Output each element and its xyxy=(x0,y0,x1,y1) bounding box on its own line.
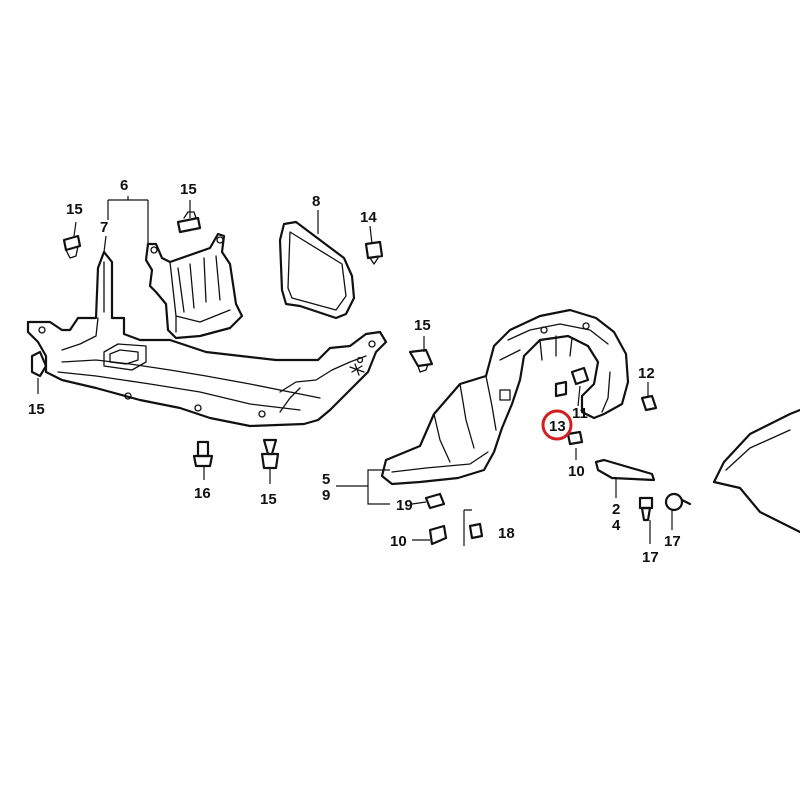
label-10: 10 xyxy=(568,463,585,480)
label-4: 4 xyxy=(612,517,621,534)
label-17: 17 xyxy=(642,549,659,566)
leader-lines xyxy=(37,196,673,546)
label-15: 15 xyxy=(28,401,45,418)
label-11: 11 xyxy=(572,405,588,422)
label-15: 15 xyxy=(260,491,277,508)
label-13-highlighted: 13 xyxy=(549,418,566,435)
screw-18 xyxy=(468,522,484,540)
label-6: 6 xyxy=(120,177,128,194)
label-19: 19 xyxy=(396,497,413,514)
highlight-circle xyxy=(541,409,573,441)
seal-plate xyxy=(278,220,356,320)
label-8: 8 xyxy=(312,193,320,210)
clip-19 xyxy=(424,492,446,510)
clip-13 xyxy=(554,380,568,398)
label-10: 10 xyxy=(390,533,407,550)
clip-11 xyxy=(570,366,590,386)
nut-12 xyxy=(640,394,658,412)
clip-15-d xyxy=(30,350,48,378)
label-16: 16 xyxy=(194,485,211,502)
clip-15-b xyxy=(176,211,202,234)
label-2: 2 xyxy=(612,501,620,518)
label-15: 15 xyxy=(180,181,197,198)
label-9: 9 xyxy=(322,487,330,504)
screw-10-b xyxy=(428,524,448,546)
label-14: 14 xyxy=(360,209,377,226)
clip-15-a xyxy=(62,234,82,259)
bolt-17-b xyxy=(664,492,692,512)
clip-14 xyxy=(364,240,384,265)
bolt-16 xyxy=(192,440,214,468)
air-guide-bracket xyxy=(144,232,244,340)
label-15: 15 xyxy=(66,201,83,218)
clip-15-e xyxy=(260,438,280,470)
screw-10-a xyxy=(566,430,584,446)
label-17: 17 xyxy=(664,533,681,550)
inner-fender xyxy=(380,308,630,486)
label-5: 5 xyxy=(322,471,330,488)
clip-15-c xyxy=(408,348,434,373)
label-7: 7 xyxy=(100,219,108,236)
callout-labels: 6 7 15 15 8 14 15 15 16 15 12 11 13 10 5… xyxy=(28,177,681,566)
label-15: 15 xyxy=(414,317,431,334)
bracket-2-4 xyxy=(594,458,656,482)
front-fender-edge xyxy=(712,408,800,534)
bolt-17-a xyxy=(638,496,654,522)
undercover-panel xyxy=(26,250,388,428)
label-18: 18 xyxy=(498,525,515,542)
label-12: 12 xyxy=(638,365,655,382)
